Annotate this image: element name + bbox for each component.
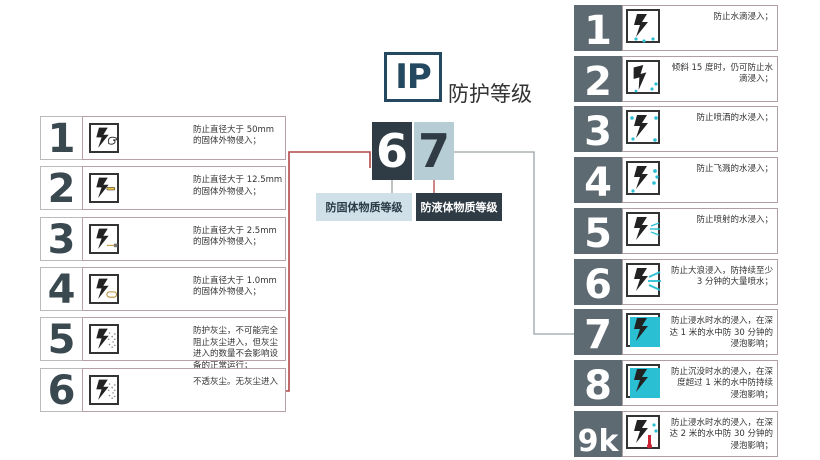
level-number: 4 <box>40 266 82 311</box>
level-number: 5 <box>574 207 622 254</box>
level-description: 防护灰尘，不可能完全阻止灰尘进入，但灰尘进入的数量不会影响设备的正常运行； <box>193 326 279 371</box>
liquid-category-label: 防液体物质等级 <box>416 193 502 221</box>
solid-level-row: 3 防止直径大于 2.5mm 的固体外物侵入； <box>40 216 286 261</box>
tilted-drip-icon <box>626 59 660 94</box>
paperclip-icon <box>89 273 119 304</box>
level-description: 倾斜 15 度时，仍可防止水滴浸入； <box>671 62 773 85</box>
level-card: 倾斜 15 度时，仍可防止水滴浸入； <box>622 55 778 102</box>
solid-digit: 6 <box>372 122 412 180</box>
level-description: 防止大浪浸入，防持续至少 3 分钟的大量喷水； <box>670 265 773 287</box>
level-description: 防止水滴浸入； <box>713 12 773 22</box>
level-card: 防止喷射的水浸入； <box>622 207 778 254</box>
level-card: 防止水滴浸入； <box>622 5 778 51</box>
level-description: 不透灰尘。无灰尘进入 <box>193 376 279 387</box>
liquid-level-row: 6 防止大浪浸入，防持续至少 3 分钟的大量喷水； <box>574 258 778 305</box>
liquid-level-row: 5 防止喷射的水浸入； <box>574 207 778 254</box>
liquid-digit: 7 <box>414 122 454 180</box>
liquid-level-row: 7 防止浸水时水的浸入，在深达 1 米的水中防 30 分钟的浸泡影响； <box>574 309 778 356</box>
level-card: 防止直径大于 2.5mm 的固体外物侵入； <box>82 216 286 261</box>
liquid-level-row: 9k 防止浸水时水的浸入，在深达 2 米的水中防 30 分钟的浸泡影响； <box>574 410 778 457</box>
dust-icon <box>89 324 119 355</box>
level-number: 1 <box>40 116 82 160</box>
level-card: 防止浸水时水的浸入，在深达 1 米的水中防 30 分钟的浸泡影响； <box>622 309 778 356</box>
submersion-icon <box>626 363 660 398</box>
solid-level-row: 4 防止直径大于 1.0mm 的固体外物侵入； <box>40 266 286 311</box>
liquid-level-row: 8 防止沉没时水的浸入，在深度超过 1 米的水中防持续浸泡影响； <box>574 359 778 406</box>
level-number: 7 <box>574 309 622 356</box>
level-description: 防止直径大于 1.0mm 的固体外物侵入； <box>193 275 277 298</box>
level-description: 防止沉没时水的浸入，在深度超过 1 米的水中防持续浸泡影响； <box>670 366 773 400</box>
hand-icon <box>89 123 119 153</box>
level-card: 防止飞溅的水浸入； <box>622 157 778 204</box>
level-description: 防止浸水时水的浸入，在深达 1 米的水中防 30 分钟的浸泡影响； <box>669 316 773 350</box>
level-number: 3 <box>40 216 82 261</box>
solid-level-row: 6 不透灰尘。无灰尘进入 <box>40 367 286 412</box>
level-number: 9k <box>574 410 622 457</box>
spray-icon <box>626 110 660 145</box>
level-card: 防止沉没时水的浸入，在深度超过 1 米的水中防持续浸泡影响； <box>622 359 778 406</box>
dust-icon <box>89 374 119 405</box>
screwdriver-icon <box>89 223 119 254</box>
high-temp-icon <box>626 414 660 449</box>
level-number: 5 <box>40 317 82 362</box>
level-description: 防止喷射的水浸入； <box>696 214 773 225</box>
page-title: 防护等级 <box>448 82 532 106</box>
level-number: 3 <box>574 106 622 153</box>
level-number: 6 <box>574 258 622 305</box>
liquid-level-row: 4 防止飞溅的水浸入； <box>574 157 778 204</box>
level-card: 防止直径大于 50mm 的固体外物侵入； <box>82 116 286 160</box>
ip-logo: IP <box>384 52 442 102</box>
level-card: 防护灰尘，不可能完全阻止灰尘进入，但灰尘进入的数量不会影响设备的正常运行； <box>82 317 286 371</box>
level-description: 防止喷洒的水浸入； <box>696 113 773 124</box>
level-card: 防止直径大于 12.5mm 的固体外物侵入； <box>82 166 286 211</box>
jet-icon <box>626 211 660 246</box>
level-description: 防止飞溅的水浸入； <box>696 164 773 175</box>
solid-category-label: 防固体物质等级 <box>316 193 412 221</box>
powerful-jet-icon <box>626 262 661 297</box>
level-number: 6 <box>40 367 82 412</box>
level-description: 防止直径大于 12.5mm 的固体外物侵入； <box>193 175 283 197</box>
level-card: 不透灰尘。无灰尘进入 <box>82 367 286 412</box>
immersion-icon <box>626 313 660 348</box>
level-card: 防止浸水时水的浸入，在深达 2 米的水中防 30 分钟的浸泡影响； <box>622 410 778 457</box>
level-description: 防止直径大于 2.5mm 的固体外物侵入； <box>193 225 277 248</box>
level-number: 8 <box>574 359 622 406</box>
level-number: 1 <box>574 5 622 51</box>
level-card: 防止喷洒的水浸入； <box>622 106 778 153</box>
level-number: 2 <box>40 166 82 211</box>
finger-icon <box>89 173 119 204</box>
liquid-level-row: 1 防止水滴浸入； <box>574 5 778 51</box>
level-description: 防止直径大于 50mm 的固体外物侵入； <box>193 125 275 147</box>
level-card: 防止直径大于 1.0mm 的固体外物侵入； <box>82 266 286 311</box>
splash-icon <box>626 161 660 196</box>
solid-level-row: 2 防止直径大于 12.5mm 的固体外物侵入； <box>40 166 286 211</box>
level-number: 2 <box>574 55 622 102</box>
solid-level-row: 1 防止直径大于 50mm 的固体外物侵入； <box>40 116 286 160</box>
level-card: 防止大浪浸入，防持续至少 3 分钟的大量喷水； <box>622 258 778 305</box>
level-number: 4 <box>574 157 622 204</box>
level-description: 防止浸水时水的浸入，在深达 2 米的水中防 30 分钟的浸泡影响； <box>669 417 773 451</box>
liquid-level-row: 2 倾斜 15 度时，仍可防止水滴浸入； <box>574 55 778 102</box>
drip-icon <box>626 9 660 43</box>
solid-level-row: 5 防护灰尘，不可能完全阻止灰尘进入，但灰尘进入的数量不会影响设备的正常运行； <box>40 317 286 371</box>
liquid-level-row: 3 防止喷洒的水浸入； <box>574 106 778 153</box>
